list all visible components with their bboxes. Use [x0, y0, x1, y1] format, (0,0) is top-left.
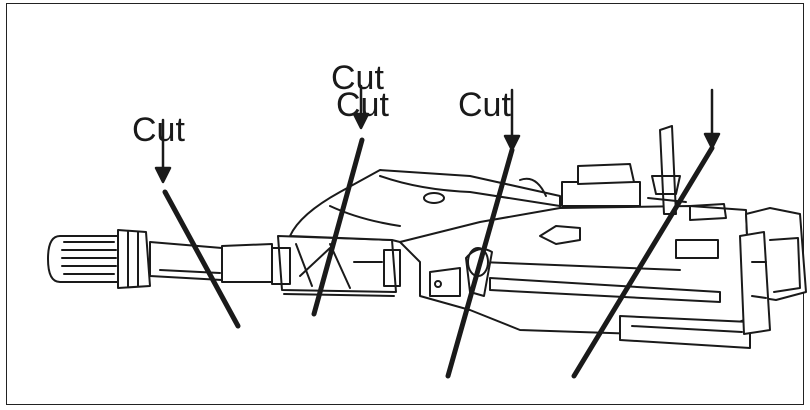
cut-label-1: Cut	[132, 111, 185, 149]
cut-lines	[162, 137, 715, 379]
barrel	[149, 241, 273, 283]
flash-suppressor	[47, 229, 151, 289]
cut-line-1	[162, 189, 241, 329]
backplate-grips	[739, 207, 807, 335]
cut-label-2b: Cut	[336, 86, 389, 124]
cut-label-3: Cut	[458, 86, 511, 124]
cut-line-4	[571, 145, 715, 379]
rear-sight	[647, 125, 687, 215]
figure-border	[6, 3, 804, 405]
cut-line-3	[445, 147, 515, 379]
cut-arrows	[154, 84, 721, 184]
top-cover	[561, 163, 727, 221]
front-mount-bracket	[271, 235, 401, 297]
cut-line-2	[311, 137, 365, 317]
cut-label-2a: Cut	[331, 59, 384, 97]
